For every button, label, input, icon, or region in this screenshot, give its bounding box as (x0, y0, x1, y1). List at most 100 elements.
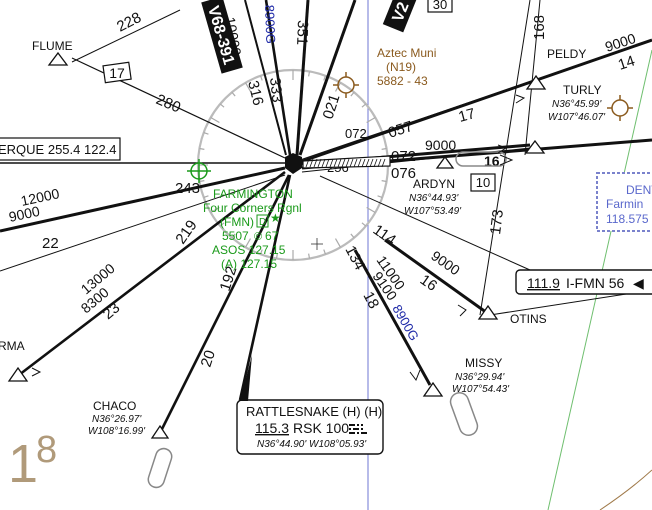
morse-code-icon (349, 424, 367, 434)
feather-hatch-mark (353, 158, 358, 168)
vor-station-icon (285, 153, 302, 174)
compass-tick (323, 249, 327, 255)
feather-hatch-mark (381, 158, 386, 168)
airway-lines (0, 0, 652, 434)
compass-tick (350, 91, 355, 97)
compass-tick (323, 75, 327, 81)
svg-text:DENV: DENV (626, 183, 652, 197)
rattlesnake-vor-box: RATTLESNAKE (H) (H) 115.3 RSK 100 N36°44… (236, 399, 384, 455)
fix-otins: OTINS (510, 312, 547, 326)
compass-tick (350, 233, 355, 239)
svg-text:RATTLESNAKE (H) (H): RATTLESNAKE (H) (H) (246, 404, 382, 419)
compass-tick (361, 103, 367, 108)
fix-missy-lon: W107°54.43' (452, 384, 510, 395)
svg-text:118.575: 118.575 (606, 212, 649, 226)
aztec-name: Aztec Muni (377, 46, 436, 60)
fix-triangles (7, 51, 547, 439)
distance-16: 16 (484, 153, 500, 169)
radial-333: 333 (266, 77, 286, 104)
compass-tick (361, 222, 367, 227)
radial-219: 219 (172, 217, 200, 247)
fix-ardyn: ARDYN (413, 177, 455, 191)
compass-tick (377, 195, 383, 199)
compass-tick (308, 71, 311, 77)
feather-hatch-mark (333, 158, 338, 168)
feather-hatch-mark (361, 158, 366, 168)
radial-114: 114 (370, 221, 399, 249)
farmington-name: FARMINGTON (213, 187, 293, 201)
radial-243: 243 (175, 180, 200, 197)
farmington-d-symbol: D (259, 217, 266, 228)
compass-label-072: 072 (345, 126, 367, 141)
feather-hatch-mark (309, 158, 314, 168)
feather-hatch-mark (349, 158, 354, 168)
fix-turly: TURLY (563, 83, 601, 97)
compass-tick (231, 91, 236, 97)
page-number-small: 8 (36, 429, 57, 471)
compass-tick (275, 253, 278, 259)
feather-hatch-mark (325, 158, 330, 168)
altitude-12000: 12000 (19, 185, 61, 209)
fix-missy-lat: N36°29.94' (455, 372, 505, 383)
localizer-feather (302, 155, 391, 169)
page-number-big: 1 (8, 434, 38, 494)
compass-tick (203, 131, 209, 135)
farmington-beacon-icon: ★ (270, 211, 281, 225)
compass-tick (244, 82, 252, 92)
farmington-runway: 67 (265, 229, 279, 243)
farmington-lighting-icon: © (254, 231, 262, 243)
distance-22: 22 (42, 235, 59, 252)
compass-tick (259, 249, 263, 255)
fix-rma: RMA (0, 339, 25, 353)
farmington-elev: 5507 (222, 229, 249, 243)
svg-text:111.9: 111.9 (527, 275, 560, 291)
feather-hatch-mark (369, 158, 374, 168)
distance-14: 14 (616, 52, 637, 73)
holding-patterns (147, 151, 507, 489)
radial-021: 021 (320, 92, 344, 121)
distance-20: 20 (198, 348, 219, 369)
compass-tick (219, 103, 225, 108)
compass-tick (210, 116, 220, 124)
rattlesnake-pointer (240, 355, 252, 401)
fix-ardyn-lat: N36°44.93' (409, 193, 459, 204)
albuquerque-freq-box: ERQUE 255.4 122.4 (0, 137, 121, 161)
feather-hatch-mark (313, 158, 318, 168)
feather-hatch-mark (377, 158, 382, 168)
svg-text:I-FMN 56: I-FMN 56 (566, 275, 625, 291)
radial-351: 351 (293, 20, 311, 46)
radial-280: 280 (153, 91, 183, 116)
fix-peldy: PELDY (547, 47, 586, 61)
aztec-elev: 5882 - 43 (377, 74, 428, 88)
fix-missy: MISSY (465, 356, 502, 370)
svg-text:Farmin: Farmin (606, 197, 643, 211)
compass-tick (259, 75, 263, 81)
compass-tick (366, 116, 376, 124)
compass-tick (203, 195, 209, 199)
compass-tick (366, 206, 376, 214)
farmington-atis: (A) 127.15 (221, 257, 277, 271)
radial-076: 076 (391, 165, 416, 182)
radial-228: 228 (114, 9, 144, 36)
fix-ardyn-lon: W107°53.49' (404, 206, 462, 217)
airway-v-ne-box: 30 (433, 0, 447, 12)
compass-tick (231, 233, 236, 239)
farmington-airport-icon (187, 159, 211, 183)
distance-17-box: 17 (109, 65, 125, 81)
denver-freq-box: DENV Farmin 118.575 (596, 172, 652, 232)
farmington-airport: Four Corners Rgnl (203, 201, 302, 215)
feather-hatch-mark (321, 158, 326, 168)
radial-072: 072 (391, 148, 416, 165)
fix-turly-lat: N36°45.99' (552, 99, 602, 110)
ils-freq-box: 111.9 I-FMN 56 ◀ (515, 269, 652, 295)
feather-hatch-mark (345, 158, 350, 168)
fix-flume: FLUME (32, 39, 73, 53)
altitude-8900g-north: 8900G (262, 5, 278, 45)
fix-chaco-lon: W108°16.99' (88, 426, 146, 437)
route-arrowheads (31, 94, 526, 382)
compass-tick (244, 238, 252, 248)
aztec-airport-icon (333, 72, 359, 98)
farmington-asos: ASOS 127.15 (212, 243, 286, 257)
svg-text:115.3: 115.3 (255, 420, 289, 436)
